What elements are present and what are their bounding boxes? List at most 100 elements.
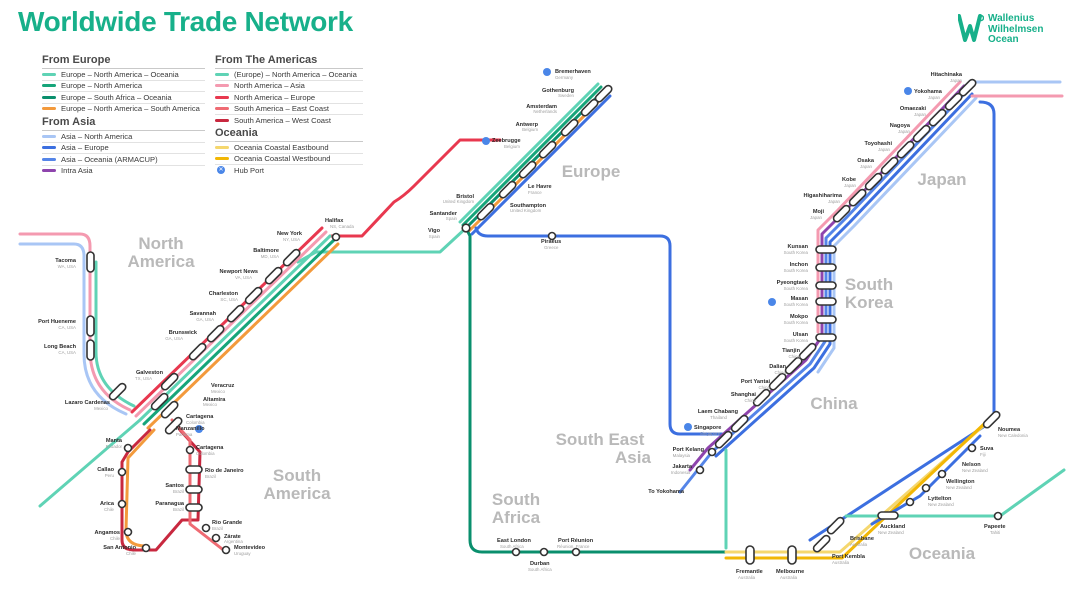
port-name: Montevideo xyxy=(234,545,266,551)
port-country: Spain xyxy=(446,216,458,221)
station-arica[interactable] xyxy=(117,499,127,509)
region-south-africa-1: South xyxy=(492,490,540,509)
station-fremantle[interactable] xyxy=(745,545,755,565)
station-savannah[interactable] xyxy=(206,324,225,343)
port-country: Japan xyxy=(844,183,857,188)
station-rio-de-janeiro[interactable] xyxy=(185,465,203,474)
station-port-reunion[interactable] xyxy=(571,547,581,557)
station-cartagena-2[interactable] xyxy=(185,445,195,455)
region-south-korea-1: South xyxy=(845,275,893,294)
route-oce-west xyxy=(724,422,986,560)
station-san-antonio[interactable] xyxy=(141,543,151,553)
station-shanghai[interactable] xyxy=(752,388,771,407)
station-papeete[interactable] xyxy=(993,511,1003,521)
port-country: South Korea xyxy=(784,302,809,307)
station-newport-news[interactable] xyxy=(244,286,263,305)
station-port-kelang[interactable] xyxy=(707,447,717,457)
legend-item: Europe – South Africa – Oceania xyxy=(42,91,205,103)
station-laem-chabang[interactable] xyxy=(730,414,749,433)
line-swatch xyxy=(215,107,229,111)
legend-item: Europe – North America – Oceania xyxy=(42,68,205,80)
port-country: TX, USA xyxy=(135,376,152,381)
line-swatch xyxy=(215,118,229,122)
port-country: NS, Canada xyxy=(330,224,354,229)
station-amsterdam[interactable] xyxy=(560,118,579,137)
station-osaka[interactable] xyxy=(880,156,899,175)
station-kobe[interactable] xyxy=(864,172,883,191)
station-inchon[interactable] xyxy=(815,263,837,272)
station-omaezaki[interactable] xyxy=(928,108,947,127)
station-charleston[interactable] xyxy=(226,304,245,323)
station-toyohashi[interactable] xyxy=(896,140,915,159)
route-na-trunk-4 xyxy=(146,242,340,430)
station-ulsan[interactable] xyxy=(815,333,837,342)
station-angamos[interactable] xyxy=(123,527,133,537)
station-dalian[interactable] xyxy=(784,356,803,375)
station-singapore[interactable] xyxy=(714,430,733,449)
station-jakarta[interactable] xyxy=(695,465,705,475)
station-auckland[interactable] xyxy=(877,511,899,520)
station-paranagua[interactable] xyxy=(185,503,203,512)
station-mokpo[interactable] xyxy=(815,315,837,324)
station-brunswick[interactable] xyxy=(188,342,207,361)
hub-port-icon xyxy=(904,87,912,95)
station-lyttelton[interactable] xyxy=(905,497,915,507)
station-wellington[interactable] xyxy=(921,483,931,493)
station-manta[interactable] xyxy=(123,443,133,453)
station-antwerp[interactable] xyxy=(538,140,557,159)
station-le-havre[interactable] xyxy=(518,160,537,179)
station-montevideo[interactable] xyxy=(221,545,231,555)
station-rio-grande[interactable] xyxy=(201,523,211,533)
line-swatch xyxy=(215,72,229,76)
station-halifax[interactable] xyxy=(331,232,341,242)
port-name: Toyohashi xyxy=(864,141,892,147)
port-name: San Antonio xyxy=(103,545,136,551)
station-suva[interactable] xyxy=(967,443,977,453)
hub-markers xyxy=(195,68,912,433)
station-santander[interactable] xyxy=(476,202,495,221)
station-vigo[interactable] xyxy=(461,223,471,233)
station-yokohama[interactable] xyxy=(944,92,963,111)
station-port-hueneme[interactable] xyxy=(86,315,95,337)
legend-item: South America – East Coast xyxy=(215,102,363,115)
logo-line-2: Wilhelmsen xyxy=(988,23,1044,35)
station-piraeus[interactable] xyxy=(547,231,557,241)
port-name: Port Kelang xyxy=(673,447,705,453)
station-nelson[interactable] xyxy=(937,469,947,479)
legend-label: Asia – Oceania (ARMACUP) xyxy=(61,154,158,164)
station-galveston[interactable] xyxy=(160,372,179,391)
station-long-beach[interactable] xyxy=(86,339,95,361)
station-southampton[interactable] xyxy=(498,180,517,199)
station-baltimore[interactable] xyxy=(264,266,283,285)
station-veracruz[interactable] xyxy=(150,392,169,411)
station-noumea[interactable] xyxy=(982,410,1001,429)
legend-item: ✕Hub Port xyxy=(215,164,363,176)
port-name: Singapore xyxy=(694,425,721,431)
port-country: United Kingdom xyxy=(510,208,542,213)
station-melbourne[interactable] xyxy=(787,545,797,565)
station-durban[interactable] xyxy=(539,547,549,557)
station-brisbane[interactable] xyxy=(826,516,845,535)
station-gothenburg[interactable] xyxy=(580,98,599,117)
station-east-london[interactable] xyxy=(511,547,521,557)
station-port-kembla[interactable] xyxy=(812,534,831,553)
station-higashiharima[interactable] xyxy=(848,188,867,207)
station-nagoya[interactable] xyxy=(912,124,931,143)
station-cartagena-1[interactable] xyxy=(164,416,183,435)
station-masan[interactable] xyxy=(815,297,837,306)
station-lazaro-cardenas[interactable] xyxy=(108,382,127,401)
station-zarate[interactable] xyxy=(211,533,221,543)
port-country: Australia xyxy=(832,560,850,565)
port-name: Charleston xyxy=(209,291,239,297)
port-country: South Korea xyxy=(784,338,809,343)
station-kunsan[interactable] xyxy=(815,245,837,254)
port-country: Mexico xyxy=(94,406,108,411)
station-port-yantai[interactable] xyxy=(768,372,787,391)
station-tacoma[interactable] xyxy=(86,251,95,273)
station-new-york[interactable] xyxy=(282,248,301,267)
station-callao[interactable] xyxy=(117,467,127,477)
station-santos[interactable] xyxy=(185,485,203,494)
station-moji[interactable] xyxy=(832,204,851,223)
station-altamira[interactable] xyxy=(160,400,179,419)
station-pyeongtaek[interactable] xyxy=(815,281,837,290)
